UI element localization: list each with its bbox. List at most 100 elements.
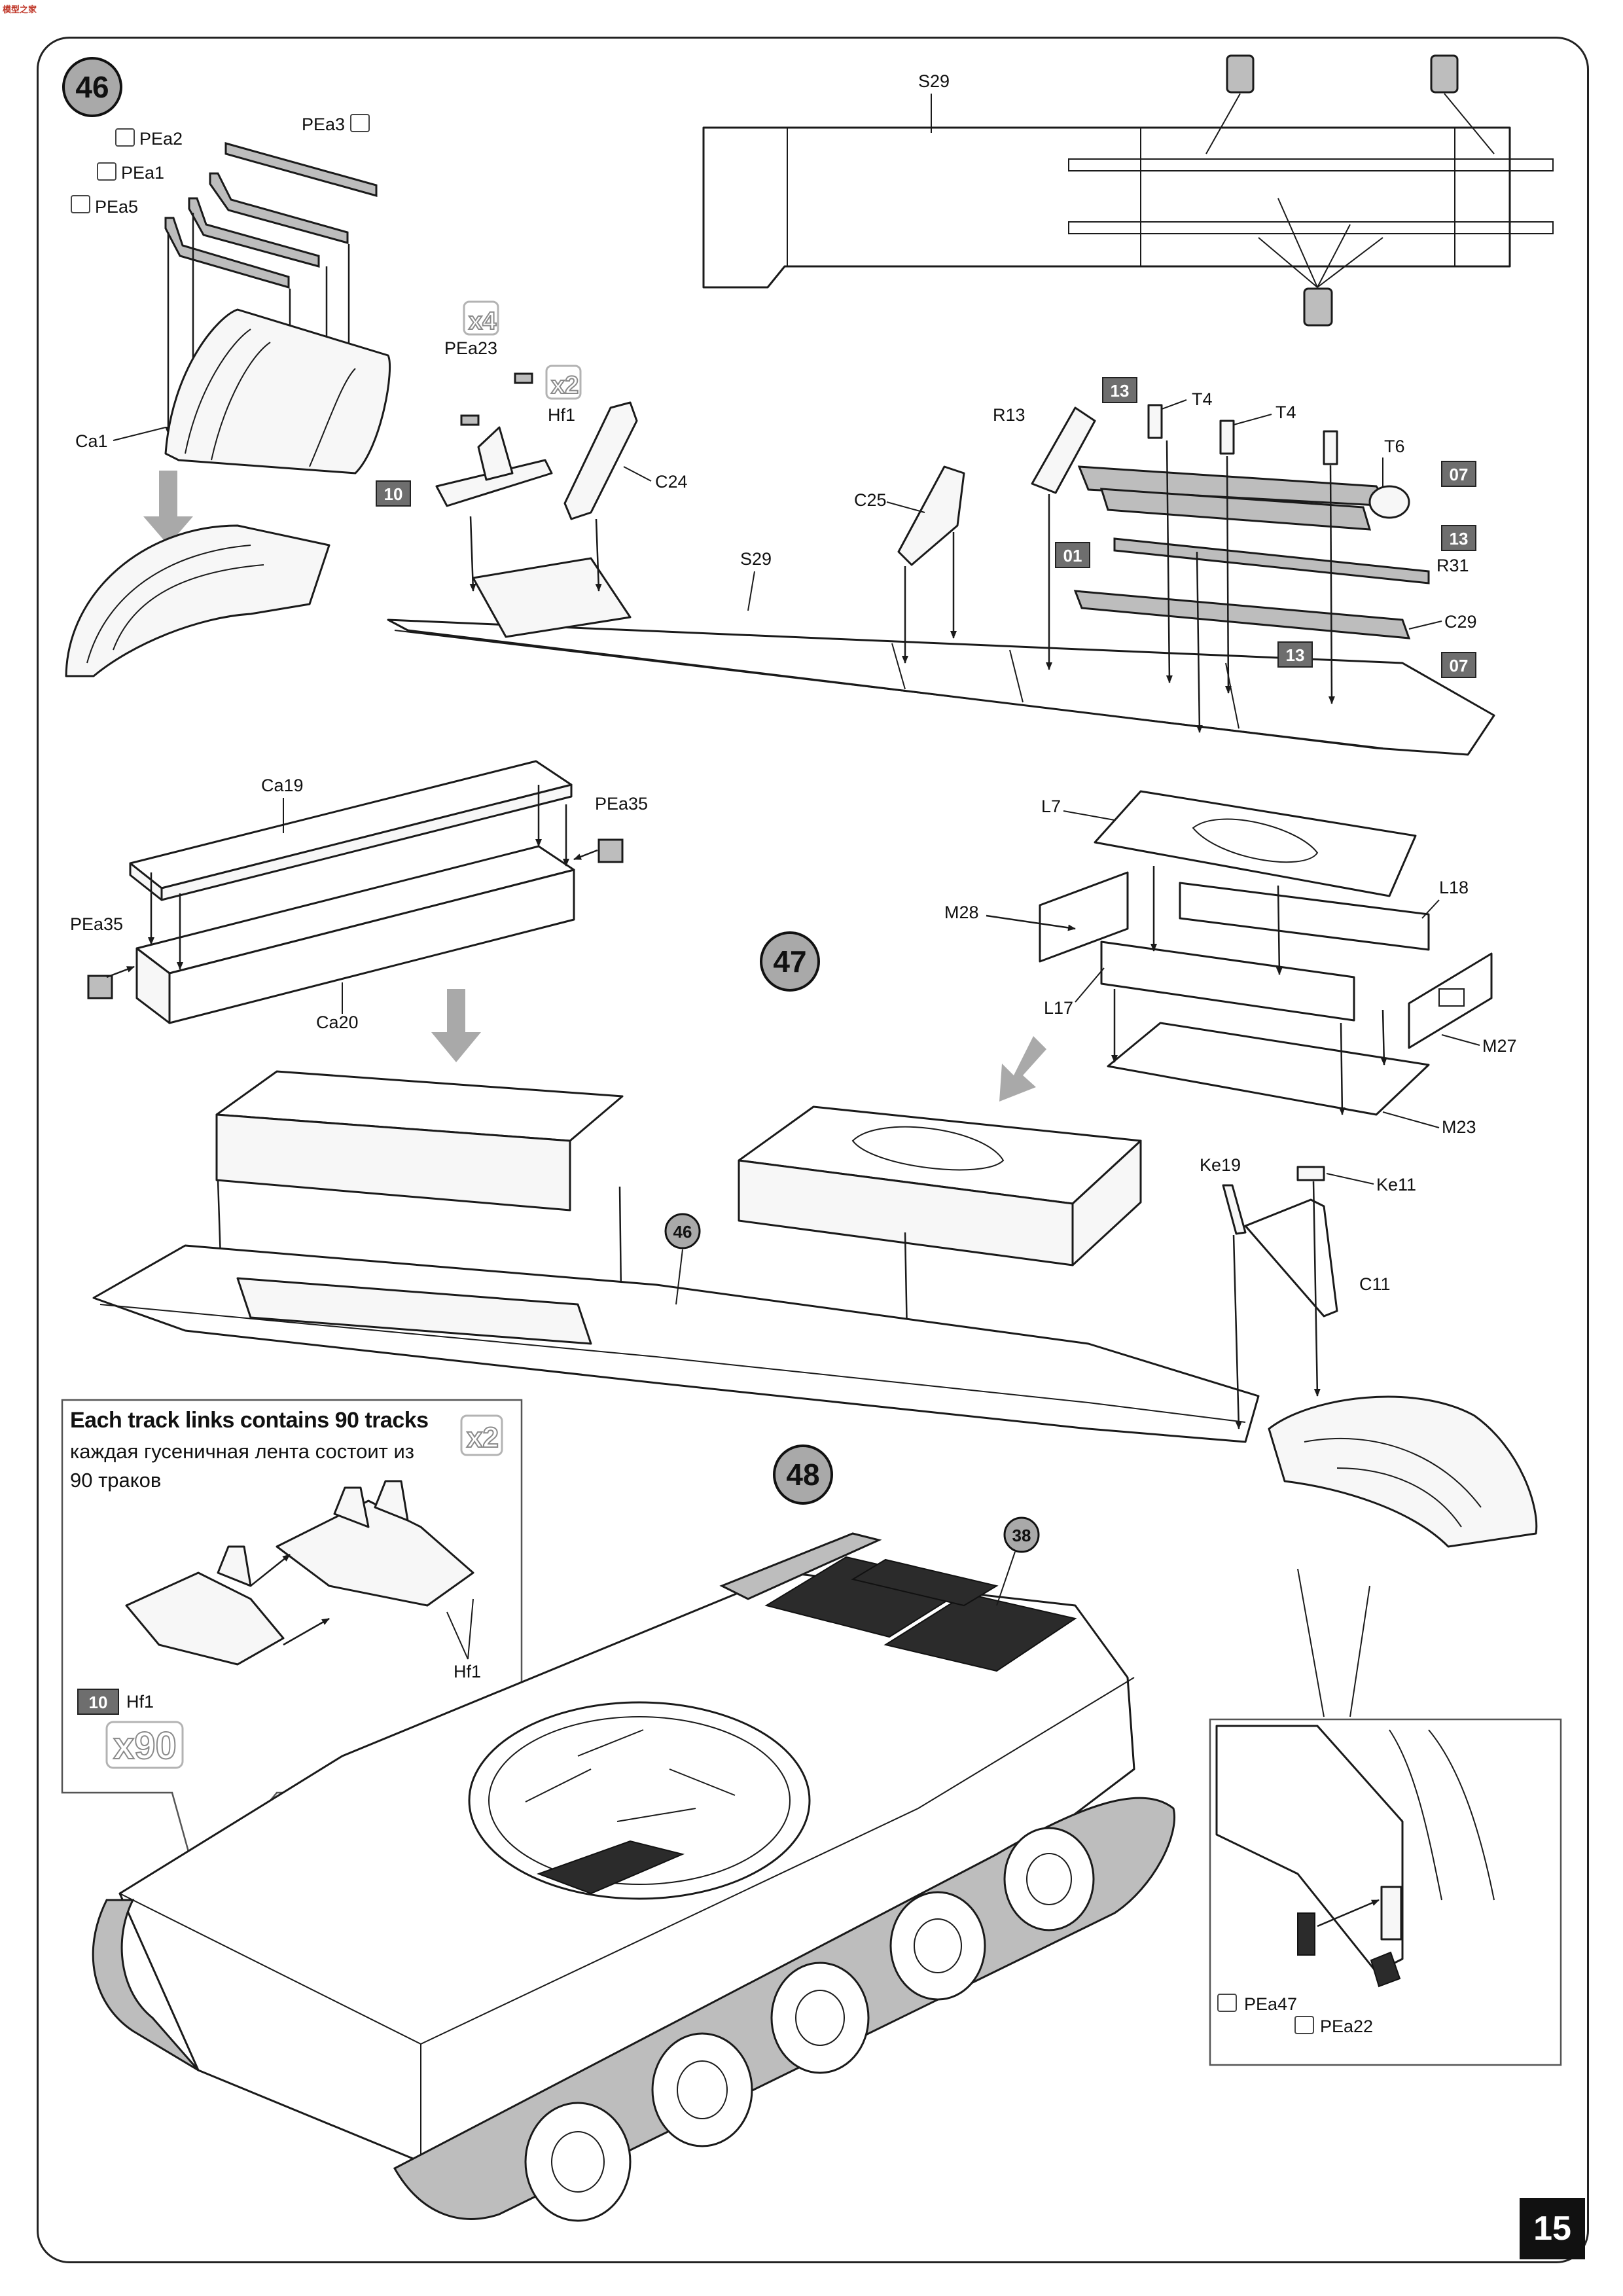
multiplier-x90-box	[105, 1721, 184, 1769]
leader-ref-46	[675, 1249, 683, 1305]
t4-clamp-c	[1323, 430, 1338, 465]
c24-bracket	[563, 401, 638, 520]
label-ca20: Ca20	[316, 1013, 359, 1032]
leader-ke11	[1326, 1173, 1374, 1185]
label-hf1-step46: Hf1	[548, 405, 575, 425]
tag-13b-box	[1441, 525, 1476, 551]
c11-pipe	[1244, 1198, 1338, 1318]
track-note-russian: каждая гусеничная лента состоит из 90 тр…	[70, 1440, 414, 1492]
pea35-latch-left	[87, 975, 113, 999]
label-t4-a: T4	[1192, 389, 1213, 409]
stowage-box-emboss	[851, 1126, 1005, 1171]
label-pea35-right: PEa35	[595, 794, 648, 814]
step47-tensioner-parts	[236, 1277, 592, 1345]
tag-07b-box	[1441, 652, 1476, 678]
leader-s29-mid	[747, 571, 755, 611]
leader-t4-a	[1161, 399, 1187, 410]
label-s29-top: S29	[918, 71, 950, 91]
arrow-t4-b	[1224, 456, 1232, 694]
engine-grille-2	[883, 1592, 1077, 1672]
big-arrow-stowage-box	[999, 1036, 1046, 1102]
arrow-t4-a	[1166, 440, 1173, 683]
drill-icon-3	[1303, 287, 1333, 327]
label-pea3: PEa3	[302, 115, 345, 134]
left-track-top	[719, 1532, 882, 1600]
leader-ca1	[113, 427, 166, 441]
step-47-badge	[760, 931, 820, 992]
leader-l17	[1075, 967, 1105, 1003]
pe-icon-pea3	[350, 114, 370, 132]
arrow-hf1-mount	[469, 516, 476, 592]
label-l7: L7	[1041, 797, 1061, 816]
pe-icon-pea1	[97, 162, 116, 181]
label-ke19: Ke19	[1200, 1155, 1241, 1175]
pea23-part-2	[514, 372, 533, 384]
label-ca19: Ca19	[261, 776, 304, 795]
road-wheel-5	[1003, 1827, 1095, 1931]
ca1-fender	[164, 308, 391, 475]
arrow-r31	[1196, 551, 1203, 733]
hf1-track-guide	[477, 426, 514, 481]
leader-t4-b	[1233, 414, 1272, 425]
s29-top-rails	[1068, 158, 1554, 234]
t6-part	[1368, 485, 1410, 519]
leader-l7	[1063, 810, 1115, 821]
tag-13a-box	[1102, 377, 1137, 403]
label-ke11: Ke11	[1376, 1175, 1416, 1194]
label-r13: R13	[993, 405, 1026, 425]
road-wheel-4	[889, 1891, 986, 2001]
multiplier-x90: x90	[113, 1725, 177, 1767]
leader-c24	[623, 466, 652, 482]
arrow-l17-b	[1338, 1022, 1346, 1115]
road-wheel-2	[651, 2032, 753, 2147]
label-c29: C29	[1444, 612, 1477, 632]
rear-fender	[1268, 1395, 1538, 1548]
step-48-number: 48	[786, 1458, 819, 1492]
tag-07b: 07	[1450, 656, 1469, 675]
front-fender-ribs	[86, 545, 264, 664]
label-c11: C11	[1359, 1274, 1391, 1294]
step47-chassis-lines	[99, 1304, 1246, 1423]
arrow-t4-c	[1328, 465, 1335, 704]
drill-icon-2	[1430, 54, 1459, 94]
assembled-ca-box-side	[215, 1113, 571, 1211]
multiplier-x2a-box	[545, 365, 582, 400]
inset-callout-lines	[1297, 1568, 1370, 1717]
tag-13b: 13	[1450, 529, 1469, 548]
road-wheel-5-hub	[1026, 1853, 1072, 1905]
interior-floor-detail	[537, 1840, 685, 1895]
label-l18: L18	[1439, 878, 1469, 897]
l7-lid-emboss	[1192, 818, 1319, 863]
turret-ring	[468, 1701, 811, 1900]
m27-panel	[1408, 952, 1493, 1049]
arrow-c24-mount	[595, 518, 602, 592]
label-pea35-left: PEa35	[70, 914, 123, 934]
leader-m23	[1382, 1111, 1440, 1128]
pea3-strip	[224, 142, 378, 197]
l18-panel	[1179, 882, 1430, 951]
pea35-latch-right	[597, 838, 624, 863]
step-46-section: 46 PEa3 PEa2 PEa1 PEa5 Ca1	[62, 54, 1554, 756]
tag-13c: 13	[1286, 645, 1305, 665]
r31-part	[1113, 537, 1430, 584]
t4-clamp-b	[1219, 420, 1235, 455]
arrow-m27	[1380, 1009, 1387, 1066]
ref-step-38-badge	[1003, 1516, 1040, 1553]
c29-part	[1073, 590, 1411, 639]
arrow-pea47	[1317, 1899, 1380, 1928]
arrow-ke19	[1232, 1234, 1242, 1429]
m28-panel	[1039, 871, 1129, 963]
leader-ref-38	[996, 1551, 1016, 1606]
big-arrow-ca-box	[431, 989, 481, 1062]
leader-c25	[886, 501, 925, 513]
brand-logo-text: 模型之家	[3, 5, 37, 14]
track-guide-horn-a	[217, 1545, 252, 1587]
track-note-title: Each track links contains 90 tracks	[70, 1408, 429, 1433]
leader-c29	[1408, 620, 1442, 630]
ca20-side	[168, 869, 575, 1024]
ref-step-38-number: 38	[1012, 1526, 1031, 1545]
label-pea1: PEa1	[121, 163, 164, 183]
arrow-m28	[986, 914, 1076, 931]
tank-hull-edges	[119, 1677, 1135, 2162]
pea22-part	[1370, 1951, 1401, 1988]
